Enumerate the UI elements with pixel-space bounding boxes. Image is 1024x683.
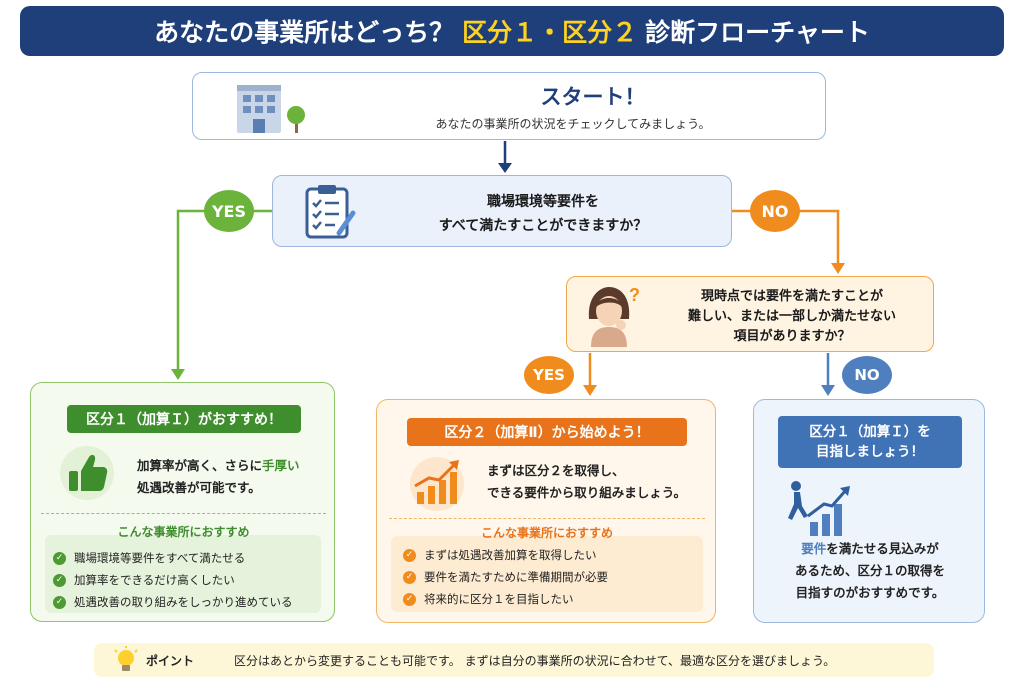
divider [389, 518, 705, 519]
title-highlight: 区分１・区分２ [462, 18, 638, 47]
check-icon: ✓ [53, 595, 66, 609]
recommendation-list-bg [391, 536, 703, 612]
clipboard-icon [305, 185, 356, 239]
point-label: ポイント [146, 654, 195, 668]
result-kubun1-desc-emphasis: 手厚い [262, 458, 300, 473]
yes-badge: YES [204, 190, 254, 232]
list-item: ✓ 要件を満たすために準備期間が必要 [403, 566, 608, 588]
result-aim-kubun1-header-line-2: 目指しましょう！ [816, 444, 924, 460]
lightbulb-icon [114, 646, 138, 671]
result-aim-kubun1-header-line-1: 区分１（加算Ｉ）を [809, 424, 931, 440]
thumbs-up-icon [60, 446, 114, 500]
check-icon: ✓ [403, 570, 416, 584]
no-badge: NO [750, 190, 800, 232]
list-item: ✓ 加算率をできるだけ高くしたい [53, 569, 293, 591]
check-icon: ✓ [53, 551, 66, 565]
list-item: ✓ 将来的に区分１を目指したい [403, 588, 608, 610]
check-icon: ✓ [53, 573, 66, 587]
list-item-text: 処遇改善の取り組みをしっかり進めている [74, 595, 293, 609]
recommendation-list-bg [45, 535, 321, 613]
growth-chart-icon [410, 457, 464, 511]
question-box: 職場環境等要件を すべて満たすことができますか？ [272, 175, 732, 247]
result-aim-kubun1-description: 要件を満たせる見込みが あるため、区分１の取得を 目指すのがおすすめです。 [768, 538, 972, 604]
secondary-question-line-2: 難しい、または一部しか満たせない [687, 309, 896, 324]
result-aim-kubun1-desc-line-3: 目指すのがおすすめです。 [795, 585, 945, 600]
list-item-text: 職場環境等要件をすべて満たせる [74, 551, 246, 565]
climbing-person-icon [788, 481, 850, 536]
title-pre: あなたの事業所はどっち？ [154, 18, 455, 47]
start-subtitle: あなたの事業所の状況をチェックしてみましょう。 [435, 117, 711, 131]
no-badge-2: NO [842, 356, 892, 394]
point-text: 区分はあとから変更することも可能です。 まずは自分の事業所の状況に合わせて、最適… [234, 654, 836, 668]
recommendation-title: こんな事業所におすすめ [480, 526, 613, 540]
result-kubun1-header: 区分１（加算Ｉ）がおすすめ！ [67, 405, 301, 433]
title-post: 診断フローチャート [645, 18, 870, 47]
list-item-text: 加算率をできるだけ高くしたい [74, 573, 235, 587]
result-aim-kubun1-desc-line-2: あるため、区分１の取得を [794, 563, 945, 578]
start-title: スタート！ [540, 85, 646, 109]
question-text: 職場環境等要件を すべて満たすことができますか？ [363, 190, 723, 238]
start-box: スタート！ あなたの事業所の状況をチェックしてみましょう。 [192, 72, 826, 140]
yes-badge-2: YES [524, 356, 574, 394]
secondary-question-text: 現時点では要件を満たすことが 難しい、または一部しか満たせない 項目がありますか… [657, 287, 927, 347]
result-kubun2-header: 区分２（加算Ⅱ）から始めよう！ [407, 418, 687, 446]
check-icon: ✓ [403, 548, 416, 562]
svg-text:?: ? [629, 285, 640, 305]
list-item-text: 要件を満たすために準備期間が必要 [424, 570, 608, 584]
list-item-text: まずは処遇改善加算を取得したい [424, 548, 597, 562]
result-kubun2-description: まずは区分２を取得し、 できる要件から取り組みましょう。 [487, 460, 715, 504]
result-kubun1-desc-a: 加算率が高く、さらに [137, 458, 263, 473]
result-aim-kubun1-desc-emphasis: 要件 [801, 541, 827, 556]
secondary-question-line-3: 項目がありますか？ [733, 329, 851, 344]
list-item: ✓ 職場環境等要件をすべて満たせる [53, 547, 293, 569]
check-icon: ✓ [403, 592, 416, 606]
thinking-woman-icon: ? [588, 285, 640, 347]
question-line-2: すべて満たすことができますか？ [438, 218, 648, 234]
title-bar: あなたの事業所はどっち？ 区分１・区分２ 診断フローチャート [20, 6, 1004, 56]
result-kubun2-desc-line-1: まずは区分２を取得し、 [487, 463, 625, 478]
result-aim-kubun1-box: 区分１（加算Ｉ）を 目指しましょう！ 要件を満たせる見込みが あるため、区分１の… [753, 399, 985, 623]
result-kubun1-box: 区分１（加算Ｉ）がおすすめ！ 加算率が高く、さらに手厚い 処遇改善が可能です。 … [30, 382, 335, 622]
secondary-question-line-1: 現時点では要件を満たすことが [700, 289, 883, 304]
result-aim-kubun1-desc-line-1: を満たせる見込みが [826, 541, 939, 556]
recommendation-list: ✓ まずは処遇改善加算を取得したい ✓ 要件を満たすために準備期間が必要 ✓ 将来的に… [403, 544, 608, 610]
divider [41, 513, 326, 514]
list-item-text: 将来的に区分１を目指したい [424, 592, 574, 606]
secondary-question-box: ? 現時点では要件を満たすことが 難しい、または一部しか満たせない 項目がありま… [566, 276, 934, 352]
list-item: ✓ 処遇改善の取り組みをしっかり進めている [53, 591, 293, 613]
result-kubun1-description: 加算率が高く、さらに手厚い 処遇改善が可能です。 [137, 455, 327, 499]
result-kubun1-desc-b: 処遇改善が可能です。 [137, 480, 261, 495]
result-aim-kubun1-header: 区分１（加算Ｉ）を 目指しましょう！ [778, 416, 962, 468]
list-item: ✓ まずは処遇改善加算を取得したい [403, 544, 608, 566]
point-bar: ポイント 区分はあとから変更することも可能です。 まずは自分の事業所の状況に合わ… [94, 643, 934, 677]
recommendation-list: ✓ 職場環境等要件をすべて満たせる ✓ 加算率をできるだけ高くしたい ✓ 処遇改善の取… [53, 547, 293, 613]
result-kubun2-desc-line-2: できる要件から取り組みましょう。 [487, 485, 687, 500]
question-line-1: 職場環境等要件を [487, 194, 599, 210]
building-icon [237, 85, 305, 133]
recommendation-title: こんな事業所におすすめ [117, 525, 250, 539]
result-kubun2-box: 区分２（加算Ⅱ）から始めよう！ まずは区分２を取得し、 できる要件から取り組みま… [376, 399, 716, 623]
